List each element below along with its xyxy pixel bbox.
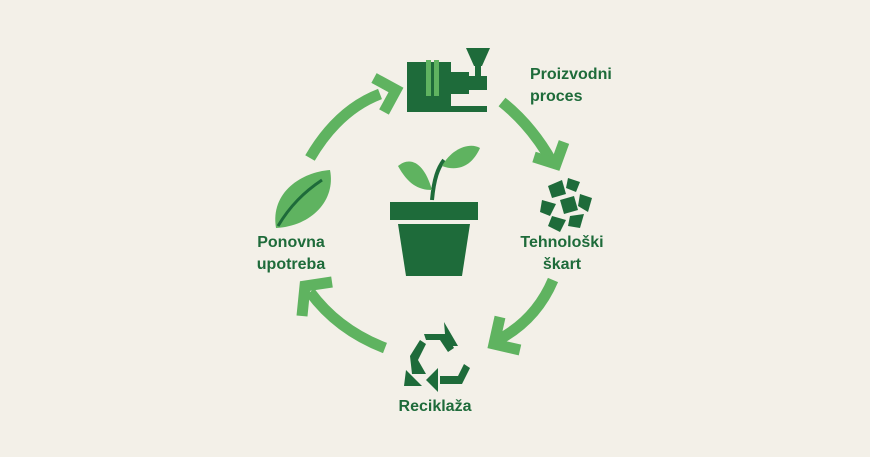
potted-plant-icon bbox=[390, 145, 480, 276]
step-label-scrap-line2: škart bbox=[542, 256, 582, 273]
arrow-to-scrap bbox=[498, 97, 570, 171]
step-label-reuse-line1: Ponovna bbox=[257, 234, 325, 251]
plastic-scrap-icon bbox=[540, 178, 592, 232]
leaf-icon bbox=[275, 170, 331, 228]
step-label-reuse-line2: upotreba bbox=[256, 256, 326, 273]
step-label-scrap-line1: Tehnološki bbox=[520, 234, 604, 251]
recycle-icon bbox=[404, 322, 470, 392]
arrow-to-reuse bbox=[296, 276, 388, 354]
step-label-reuse: Ponovna upotreba bbox=[236, 232, 346, 276]
step-label-production-line2: proces bbox=[530, 88, 583, 105]
step-label-production-line1: Proizvodni bbox=[530, 66, 612, 83]
step-label-recycling-line1: Reciklaža bbox=[398, 398, 472, 415]
arrow-to-production bbox=[305, 73, 404, 161]
injection-molding-machine-icon bbox=[407, 48, 490, 112]
arrow-to-recycling bbox=[487, 277, 559, 356]
step-label-scrap: Tehnološki škart bbox=[506, 232, 618, 276]
step-label-recycling: Reciklaža bbox=[380, 396, 490, 418]
step-label-production: Proizvodni proces bbox=[530, 64, 612, 108]
